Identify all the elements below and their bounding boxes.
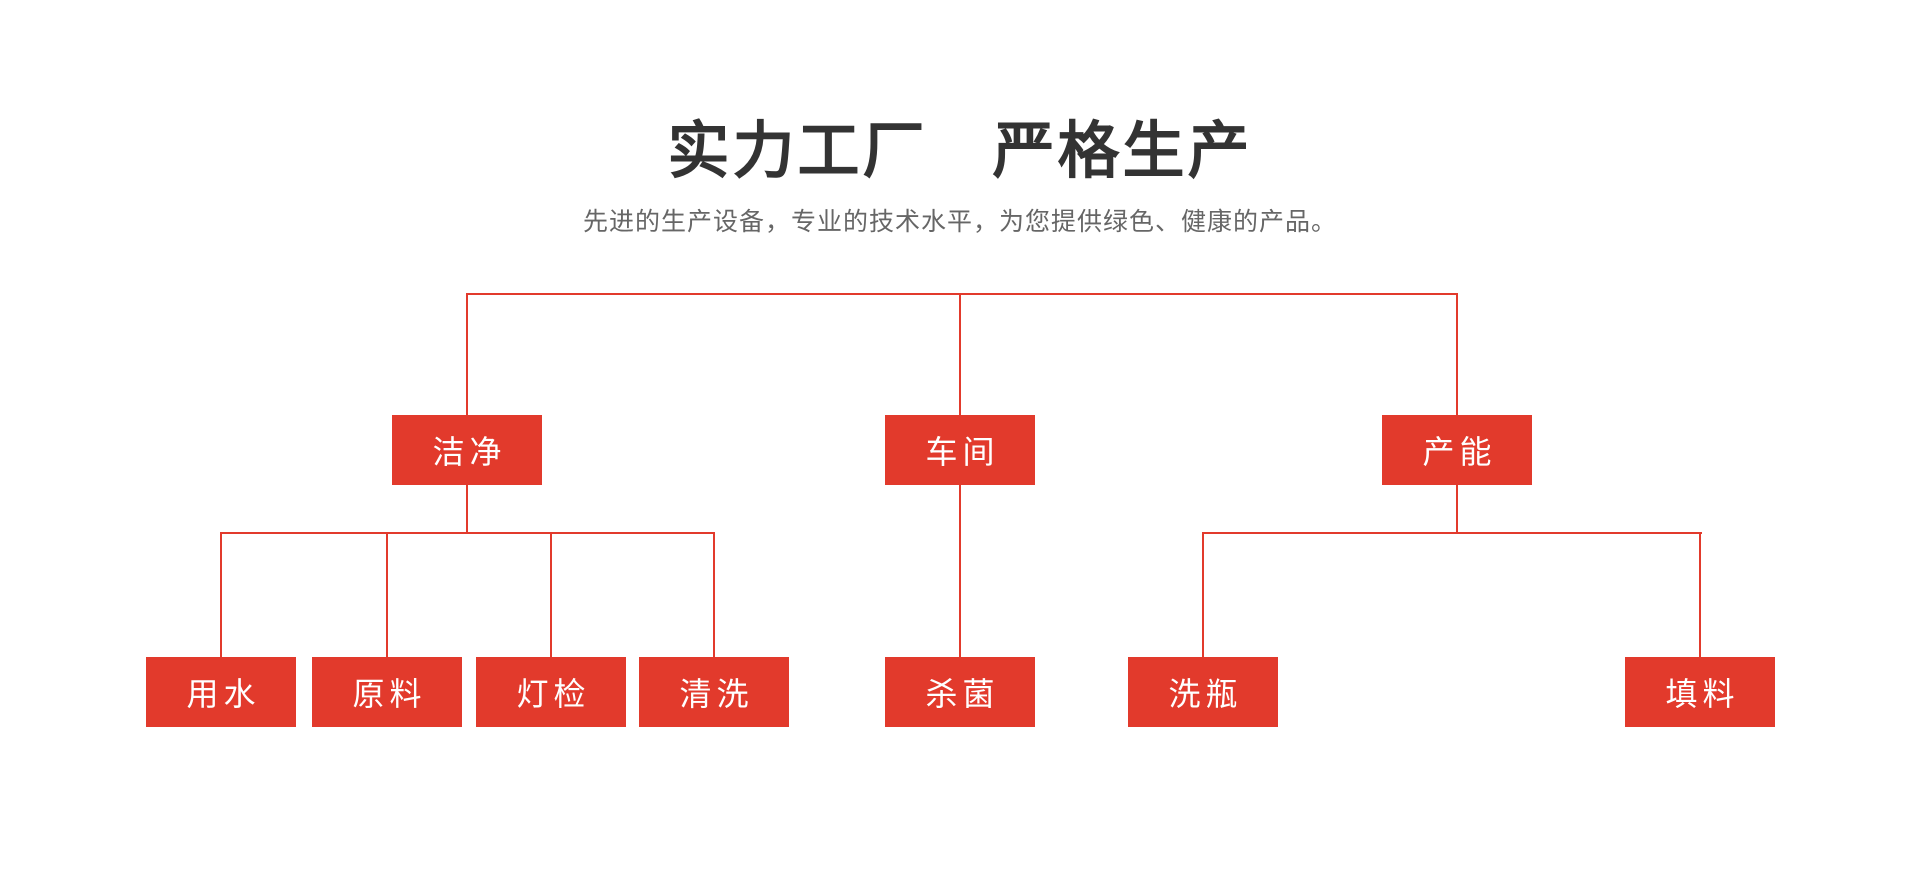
node-water: 用水: [146, 657, 296, 727]
connector-stub-capacity: [1456, 485, 1458, 533]
connector-drop-raw-material: [386, 532, 388, 657]
connector-drop-sterilization: [959, 485, 961, 657]
connector-drop-capacity: [1456, 293, 1458, 415]
page-subtitle: 先进的生产设备，专业的技术水平，为您提供绿色、健康的产品。: [582, 208, 1337, 236]
node-light-inspection: 灯检: [476, 657, 626, 727]
connector-root-rail: [466, 293, 1458, 295]
connector-drop-clean: [466, 293, 468, 415]
connector-drop-workshop: [959, 293, 961, 415]
node-clean: 洁净: [392, 415, 542, 485]
page-title: 实力工厂 严格生产: [667, 117, 1253, 186]
node-sterilization: 杀菌: [885, 657, 1035, 727]
node-filling: 填料: [1625, 657, 1775, 727]
node-bottle-washing: 洗瓶: [1128, 657, 1278, 727]
connector-rail-capacity: [1202, 532, 1702, 534]
node-capacity: 产能: [1382, 415, 1532, 485]
connector-drop-light-inspection: [550, 532, 552, 657]
connector-drop-water: [220, 532, 222, 657]
node-workshop: 车间: [885, 415, 1035, 485]
connector-drop-bottle-washing: [1202, 532, 1204, 657]
node-raw-material: 原料: [312, 657, 462, 727]
connector-drop-cleaning: [713, 532, 715, 657]
connector-rail-clean: [220, 532, 715, 534]
connector-drop-filling: [1699, 532, 1701, 657]
connector-stub-clean: [466, 485, 468, 533]
node-cleaning: 清洗: [639, 657, 789, 727]
